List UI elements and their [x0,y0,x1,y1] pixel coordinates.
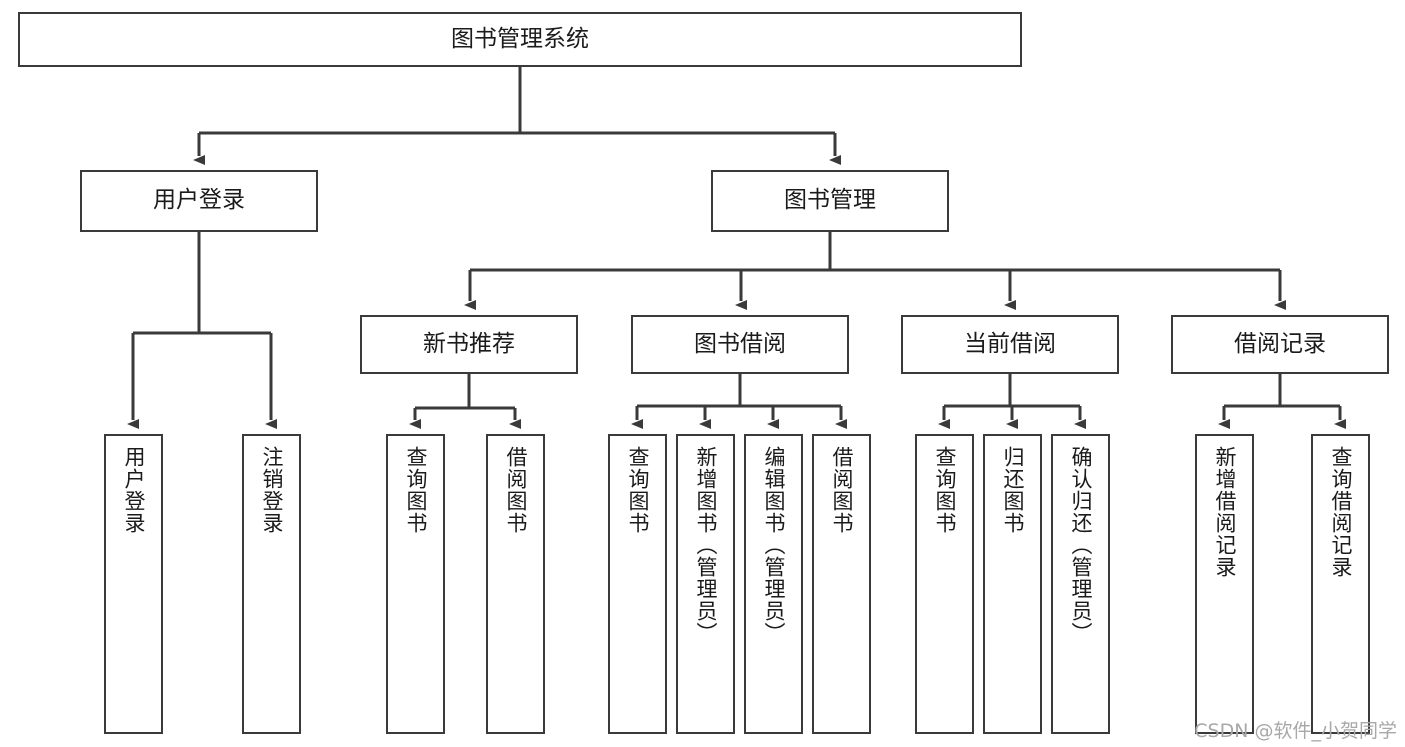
node-book-borrow-label: 图书借阅 [694,330,786,357]
node-root[interactable]: 图书管理系统 [18,12,1022,67]
leaf-label: 借阅图书 [830,446,854,534]
leaf-borrow-book-newbook[interactable]: 借阅图书 [486,434,545,734]
node-user-login-label: 用户登录 [153,187,245,214]
leaf-add-book-admin[interactable]: 新增图书（管理员） [676,434,735,734]
leaf-confirm-return-admin[interactable]: 确认归还（管理员） [1051,434,1110,734]
leaf-query-book-borrow[interactable]: 查询图书 [608,434,667,734]
leaf-label: 借阅图书 [504,446,528,534]
leaf-label: 编辑图书（管理员） [762,446,786,644]
node-user-login[interactable]: 用户登录 [80,170,318,232]
leaf-query-book-newbook[interactable]: 查询图书 [386,434,445,734]
leaf-label: 查询借阅记录 [1329,446,1353,578]
leaf-query-borrow-record[interactable]: 查询借阅记录 [1311,434,1370,734]
node-borrow-record[interactable]: 借阅记录 [1171,315,1389,374]
leaf-label: 新增图书（管理员） [694,446,718,644]
leaf-user-login[interactable]: 用户登录 [104,434,163,734]
leaf-borrow-book[interactable]: 借阅图书 [812,434,871,734]
leaf-label: 查询图书 [404,446,428,534]
node-new-book-recommend[interactable]: 新书推荐 [360,315,578,374]
leaf-query-book-current[interactable]: 查询图书 [915,434,974,734]
leaf-edit-book-admin[interactable]: 编辑图书（管理员） [744,434,803,734]
leaf-label: 用户登录 [122,446,146,534]
node-root-label: 图书管理系统 [451,25,589,52]
node-book-borrow[interactable]: 图书借阅 [631,315,849,374]
csdn-watermark: CSDN @软件_小贺同学 [1194,720,1397,742]
node-current-borrow-label: 当前借阅 [964,330,1056,357]
leaf-label: 归还图书 [1001,446,1025,534]
leaf-return-book[interactable]: 归还图书 [983,434,1042,734]
leaf-label: 注销登录 [260,446,284,534]
leaf-label: 新增借阅记录 [1213,446,1237,578]
leaf-label: 查询图书 [626,446,650,534]
node-book-management-label: 图书管理 [784,187,876,214]
node-current-borrow[interactable]: 当前借阅 [901,315,1119,374]
node-borrow-record-label: 借阅记录 [1234,330,1326,357]
leaf-label: 查询图书 [933,446,957,534]
leaf-label: 确认归还（管理员） [1069,446,1093,644]
node-book-management[interactable]: 图书管理 [711,170,949,232]
leaf-add-borrow-record[interactable]: 新增借阅记录 [1195,434,1254,734]
node-new-book-recommend-label: 新书推荐 [423,330,515,357]
leaf-logout[interactable]: 注销登录 [242,434,301,734]
